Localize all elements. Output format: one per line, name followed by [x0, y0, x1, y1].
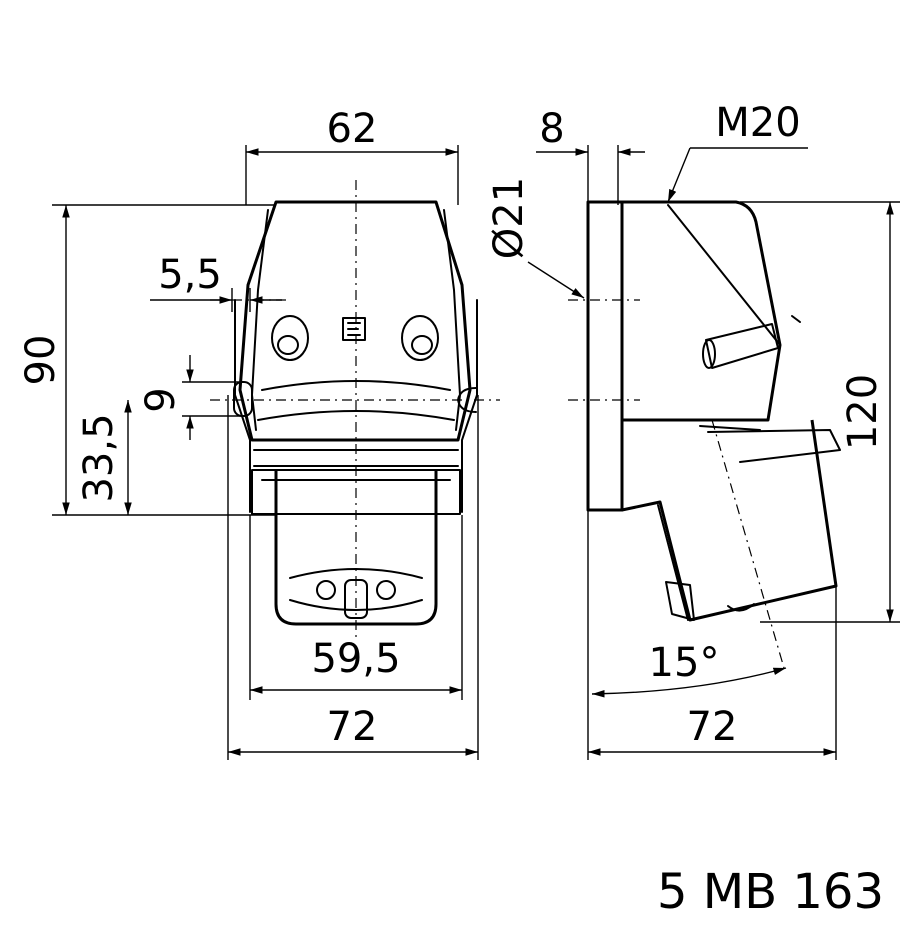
earth-symbol [342, 317, 366, 341]
dim-90-label: 90 [18, 335, 64, 386]
dim-9-label: 9 [138, 387, 184, 412]
dim-33-5-label: 33,5 [76, 413, 122, 502]
cable-gland [702, 315, 801, 369]
part-code: 5 MB 163 [657, 864, 884, 920]
dim-diameter-label: Ø21 [486, 177, 532, 259]
pin-left [316, 580, 336, 600]
dim-5-5-label: 5,5 [158, 252, 222, 298]
dim-72-front-label: 72 [327, 704, 378, 750]
dim-120-label: 120 [840, 374, 886, 450]
mounting-hole-right [401, 315, 439, 361]
side-view: 8 M20 Ø21 120 15° 72 [486, 100, 900, 760]
side-base-plate [586, 200, 624, 512]
dim-8-label: 8 [539, 106, 564, 152]
side-housing-outline [622, 200, 782, 422]
dim-m20-label: M20 [715, 100, 800, 146]
side-socket-body [620, 419, 838, 622]
front-housing-outline [238, 200, 472, 442]
front-view: 62 90 5,5 9 33,5 59,5 72 [18, 106, 500, 760]
dim-59-5-label: 59,5 [311, 636, 400, 682]
pin-right [376, 580, 396, 600]
mounting-hole-left [271, 315, 309, 361]
dim-62-label: 62 [327, 106, 378, 152]
dim-72-side-label: 72 [687, 704, 738, 750]
dim-angle-label: 15° [649, 640, 720, 686]
slot-left [233, 381, 253, 417]
